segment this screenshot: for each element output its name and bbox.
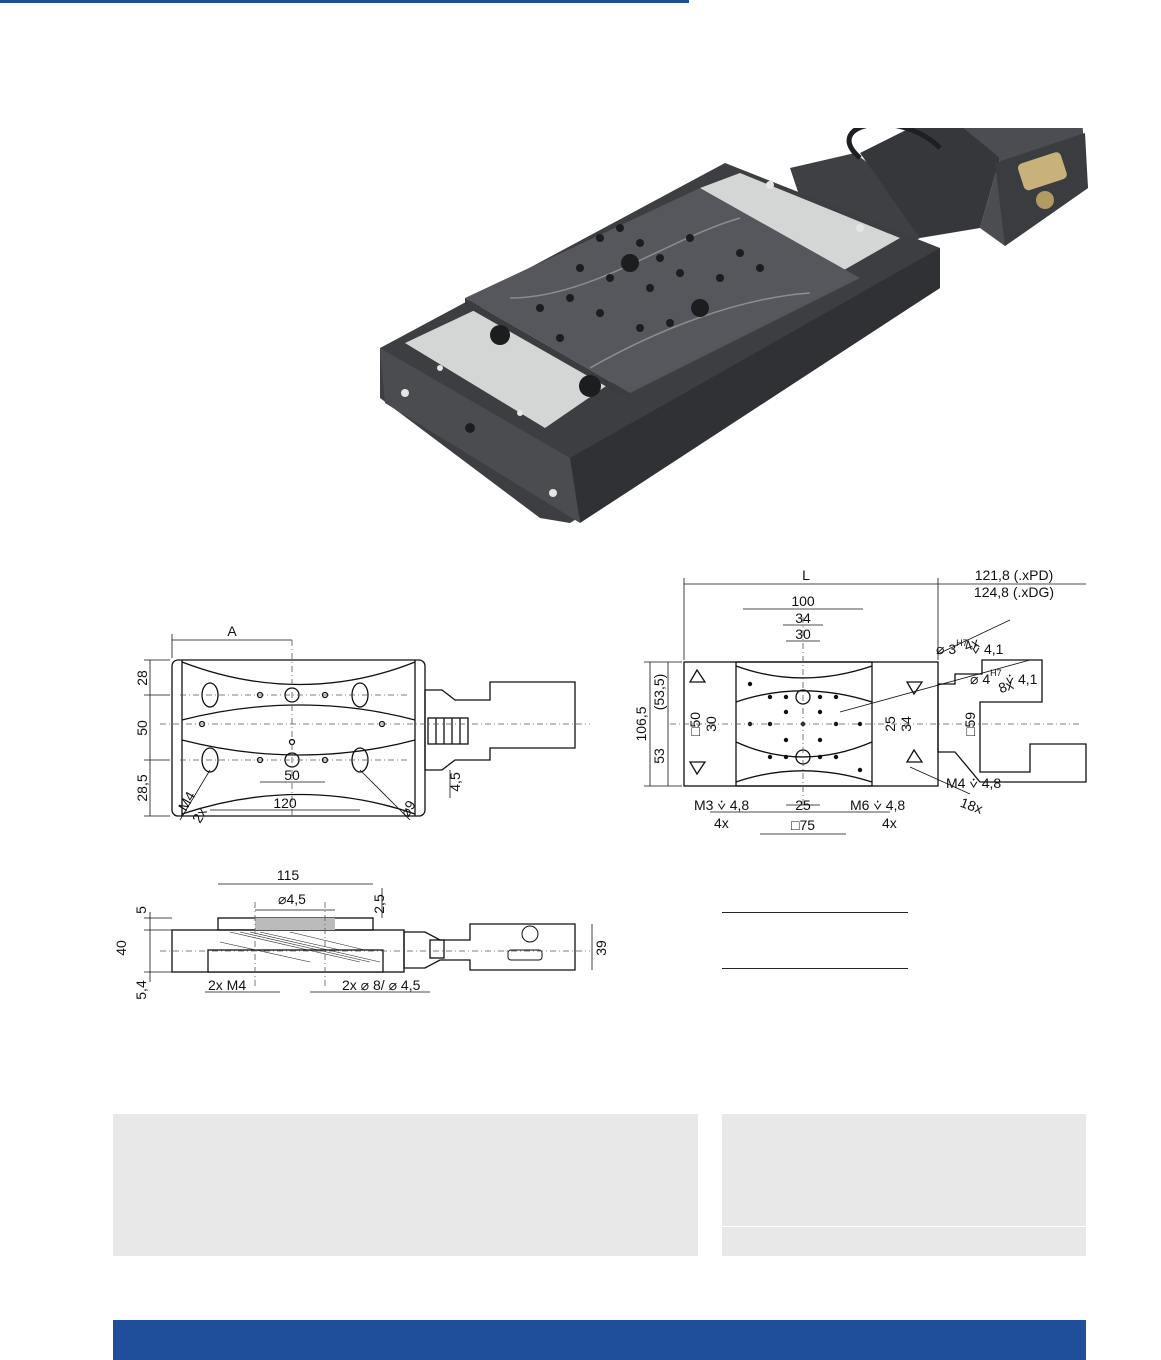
sq-75: □75 [791,817,815,833]
holes-side-label: 2x ⌀ 8/ ⌀ 4,5 [342,977,421,993]
h3-callout: ⌀ 3H7 ⩒ 4,1 [936,638,1004,657]
motor-cable [846,128,942,160]
motor-body [860,128,1000,238]
top-view-motor [424,681,576,771]
header-rule [0,0,689,3]
top-view-drawing: A 28 50 28,5 50 120 4,5 M4 2x ⌀9 [134,623,590,826]
footer-bar [113,1320,1086,1360]
bottom-view-drawing: L 121,8 (.xPD) 124,8 (.xDG) 100 34 30 ⌀ … [633,567,1087,835]
dim-5: 5 [133,906,149,914]
h4-callout: ⌀ 4H7 ⩒ 4,1 [970,668,1038,687]
sq-59: □59 [962,712,978,736]
cover-front [405,303,625,428]
carriage-plate [465,188,860,393]
side-subd-connector [507,949,543,961]
dim-25-bottom: 25 [795,797,811,813]
sq-50: □50 [687,712,703,736]
stage-photo [380,128,1088,523]
dim-50-bottom: 50 [284,767,300,783]
h4-count: 8x [996,676,1015,696]
sub-d-connector [1017,152,1067,191]
dim-30-top: 30 [795,626,811,642]
dim-4-5: 4,5 [447,772,463,792]
dim-34-top: 34 [795,610,811,626]
m3-count: 4x [714,815,729,831]
stage-end [380,348,580,523]
center-hole [621,254,639,272]
spec-panel-left [113,1114,698,1256]
dim-50-left: 50 [134,720,150,736]
dim-a: A [227,623,237,639]
m3-callout: M3 ⩒ 4,8 [694,797,749,813]
carriage-edge [465,298,630,400]
dim-124-8: 124,8 (.xDG) [974,584,1054,600]
spec-panel-right [722,1114,1086,1256]
dim-l: L [802,567,810,583]
dim-25-v: 25 [882,716,898,732]
h3-count: 4x [962,634,981,654]
dim-28-5: 28,5 [134,774,150,801]
dim-40: 40 [113,940,129,956]
round-connector [1036,191,1054,209]
dim-100: 100 [791,593,815,609]
side-round-connector [521,925,539,943]
m4-side-label: 2x M4 [208,977,246,993]
stage-side [570,248,940,523]
dim-39: 39 [593,940,609,956]
dim-53-5: (53,5) [651,674,667,711]
m6-count: 4x [882,815,897,831]
motor-face [995,133,1088,246]
dim-28: 28 [134,670,150,686]
spec-panel-divider [722,1226,1086,1227]
dim-120: 120 [273,795,297,811]
legend-line-top [722,912,908,913]
dim-53: 53 [651,748,667,764]
dim-106-5: 106,5 [633,706,649,741]
dim-5-4: 5,4 [133,980,149,1000]
legend-line-bottom [722,968,908,969]
dim-34-v: 34 [898,716,914,732]
dim-121-8: 121,8 (.xPD) [975,567,1054,583]
dia-4-5-label: ⌀4,5 [278,891,306,907]
dim-115: 115 [277,867,300,883]
dim-30-v: 30 [703,716,719,732]
m4-callout: M4 ⩒ 4,8 [946,775,1001,791]
bottom-view-motor [937,659,1087,783]
m4-count-bottom: 18x [958,794,985,817]
m6-callout: M6 ⩒ 4,8 [850,797,905,813]
side-view-drawing: 115 ⌀4,5 2,5 5 40 5,4 39 2x M4 2x ⌀ 8/ ⌀… [113,867,609,1000]
m4-count: 2x [189,805,210,826]
dim-2-5: 2,5 [371,894,387,914]
cover-rear [700,173,900,278]
